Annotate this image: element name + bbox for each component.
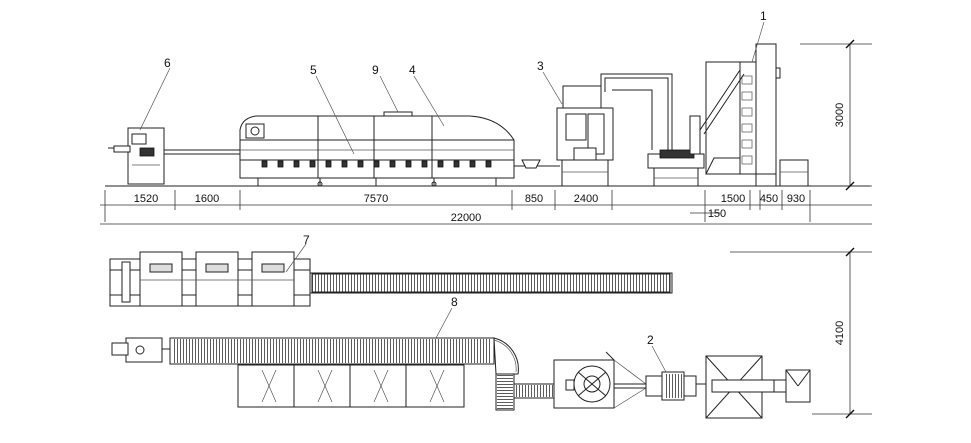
dim-150: 150 bbox=[708, 208, 726, 220]
silo-plan bbox=[705, 355, 811, 419]
callout-7: 7 bbox=[303, 233, 310, 247]
packing-machine-side bbox=[108, 127, 240, 185]
side-elevation: 3000 1520 1600 7570 850 2400 1500 450 93… bbox=[100, 39, 872, 225]
callout-6: 6 bbox=[164, 56, 171, 70]
callout-9: 9 bbox=[372, 63, 379, 77]
tank-row-plan bbox=[109, 251, 311, 307]
callout-8: 8 bbox=[451, 295, 458, 309]
callout-5: 5 bbox=[310, 63, 317, 77]
callout-3: 3 bbox=[537, 59, 544, 73]
height-dimension-side: 3000 bbox=[800, 39, 872, 191]
callout-1: 1 bbox=[760, 9, 767, 23]
horizontal-dimensions: 1520 1600 7570 850 2400 1500 450 930 150… bbox=[100, 190, 872, 225]
dim-total-22000: 22000 bbox=[451, 212, 482, 224]
coating-drum-plan bbox=[553, 351, 647, 409]
callout-2: 2 bbox=[647, 333, 654, 347]
height-3000-label: 3000 bbox=[834, 103, 846, 127]
dim-1500: 1500 bbox=[721, 193, 745, 205]
dim-1600: 1600 bbox=[195, 193, 219, 205]
dim-7570: 7570 bbox=[364, 193, 388, 205]
packing-machine-plan bbox=[111, 337, 172, 363]
dim-930: 930 bbox=[787, 193, 805, 205]
dim-850: 850 bbox=[525, 193, 543, 205]
dim-2400: 2400 bbox=[574, 193, 598, 205]
oven-tunnel-side bbox=[239, 111, 560, 187]
belt-conveyor-lower bbox=[169, 337, 555, 411]
callout-4: 4 bbox=[409, 63, 416, 77]
elevator-buckets bbox=[741, 75, 753, 165]
callouts: 1 2 3 4 5 6 7 8 9 bbox=[139, 9, 767, 373]
extruder-plan bbox=[645, 371, 706, 401]
extruder-side bbox=[647, 115, 705, 186]
oven-frames-plan bbox=[237, 364, 465, 408]
heater-pegs bbox=[261, 160, 492, 168]
coating-unit-side bbox=[556, 73, 673, 186]
height-dimension-plan: 4100 bbox=[730, 247, 872, 419]
silo-elevator-side bbox=[699, 43, 809, 187]
dim-450: 450 bbox=[760, 193, 778, 205]
height-4100-label: 4100 bbox=[834, 321, 846, 345]
dim-1520: 1520 bbox=[134, 193, 158, 205]
belt-conveyor-upper bbox=[309, 272, 673, 294]
plan-view: 4100 bbox=[109, 247, 872, 419]
